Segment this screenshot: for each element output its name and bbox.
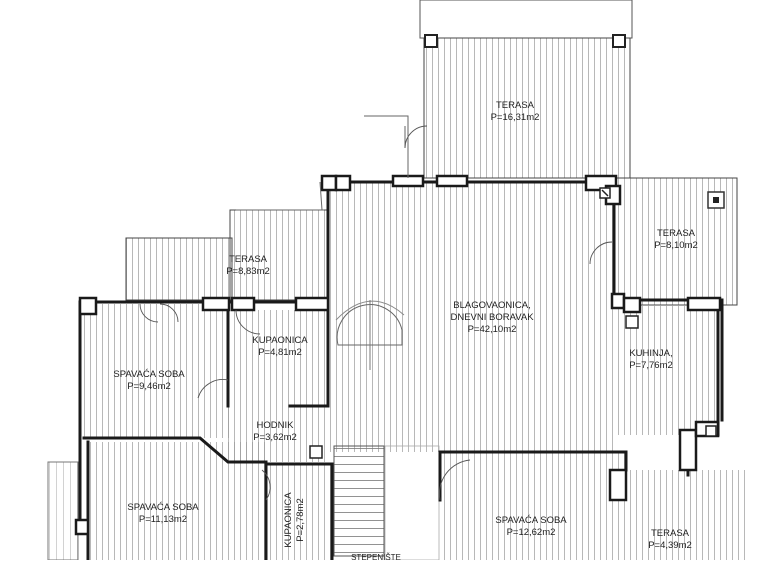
room-name-line2: DNEVNI BORAVAK (450, 312, 534, 323)
room-name: TERASA (495, 100, 534, 111)
room-name: KUPAONICA (252, 335, 308, 346)
room-label-kupaonica: KUPAONICA P=4,81m2 (240, 335, 320, 359)
room-name: SPAVAĆA SOBA (113, 369, 185, 380)
stairs (333, 300, 440, 560)
room-area: P=4,39m2 (648, 540, 692, 551)
room-area: P=4,81m2 (258, 347, 302, 358)
room-name-line1: BLAGOVAONICA, (453, 300, 531, 311)
room-label-kupaonica-2: KUPAONICA P=2,78m2 (283, 475, 307, 565)
room-label-living: BLAGOVAONICA, DNEVNI BORAVAK P=42,10m2 (432, 300, 552, 336)
fixtures (309, 187, 717, 459)
room-area: P=2,78m2 (295, 498, 306, 542)
room-label-spavaca-2: SPAVAĆA SOBA P=11,13m2 (118, 502, 208, 526)
room-label-terasa-top: TERASA P=16,31m2 (470, 100, 560, 124)
room-label-stairs: STEPENIŠTE (346, 552, 406, 564)
room-area: P=42,10m2 (467, 324, 517, 335)
room-area: P=12,62m2 (506, 527, 556, 538)
room-name: TERASA (228, 254, 267, 265)
room-area: P=16,31m2 (490, 112, 540, 123)
room-name: SPAVAĆA SOBA (495, 515, 567, 526)
room-area: P=7,76m2 (629, 360, 673, 371)
terrace-top-area (419, 0, 633, 179)
columns (74, 174, 722, 536)
room-label-kuhinja: KUHINJA, P=7,76m2 (616, 348, 686, 372)
terrace-rails (236, 115, 409, 211)
room-label-terasa-bottom-right: TERASA P=4,39m2 (630, 528, 710, 552)
room-area: P=8,10m2 (654, 240, 698, 251)
room-label-terasa-right: TERASA P=8,10m2 (636, 228, 716, 252)
terrace-right-area (614, 177, 738, 306)
room-area: P=8,83m2 (226, 266, 270, 277)
room-label-spavaca-1: SPAVAĆA SOBA P=9,46m2 (104, 369, 194, 393)
bottom-right-rooms (440, 452, 746, 560)
room-name: SPAVAĆA SOBA (127, 502, 199, 513)
terrace-left-area (125, 209, 329, 301)
room-name: KUHINJA, (629, 348, 673, 359)
living-area (328, 182, 718, 452)
room-name: HODNIK (256, 420, 294, 431)
room-area: P=9,46m2 (127, 381, 171, 392)
room-label-spavaca-3: SPAVAĆA SOBA P=12,62m2 (486, 515, 576, 539)
room-name: KUPAONICA (283, 492, 294, 548)
door-swings (139, 125, 613, 501)
room-label-hodnik: HODNIK P=3,62m2 (240, 420, 310, 444)
room-label-terasa-left: TERASA P=8,83m2 (208, 254, 288, 278)
room-area: P=11,13m2 (138, 514, 188, 525)
room-name: TERASA (656, 228, 695, 239)
walls (78, 180, 724, 560)
room-name: STEPENIŠTE (351, 553, 401, 562)
room-name: TERASA (650, 528, 689, 539)
room-area: P=3,62m2 (253, 432, 297, 443)
